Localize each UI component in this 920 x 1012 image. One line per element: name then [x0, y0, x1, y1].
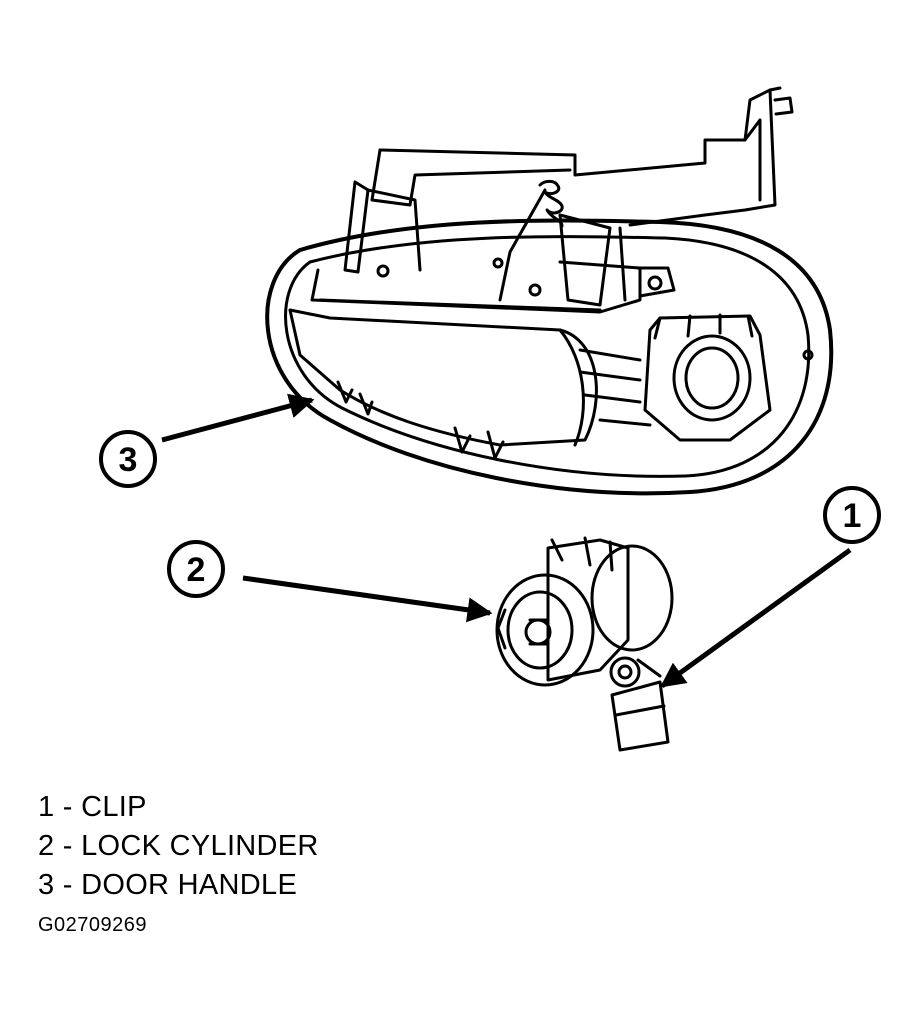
arrow-to-clip [659, 547, 852, 689]
callout-number: 3 [119, 441, 138, 479]
callout-arrows [161, 393, 852, 689]
arrow-to-lock-cylinder [242, 575, 493, 623]
callout-3: 3 [99, 430, 157, 488]
callout-number: 2 [187, 551, 206, 589]
legend-item-clip: 1 - CLIP [38, 791, 147, 823]
callout-1: 1 [823, 486, 881, 544]
figure-code: G02709269 [38, 914, 148, 936]
exploded-parts-diagram: 1 2 3 [99, 86, 881, 752]
legend-item-door-handle: 3 - DOOR HANDLE [38, 869, 298, 901]
arrow-to-door-handle [161, 393, 315, 443]
lock-cylinder-drawing [495, 536, 674, 687]
legend-item-lock-cylinder: 2 - LOCK CYLINDER [38, 830, 319, 862]
callout-2: 2 [167, 540, 225, 598]
callout-number: 1 [843, 497, 862, 535]
parts-legend: 1 - CLIP 2 - LOCK CYLINDER 3 - DOOR HAND… [38, 788, 319, 905]
door-handle-drawing [265, 86, 834, 496]
clip-drawing [609, 656, 670, 752]
